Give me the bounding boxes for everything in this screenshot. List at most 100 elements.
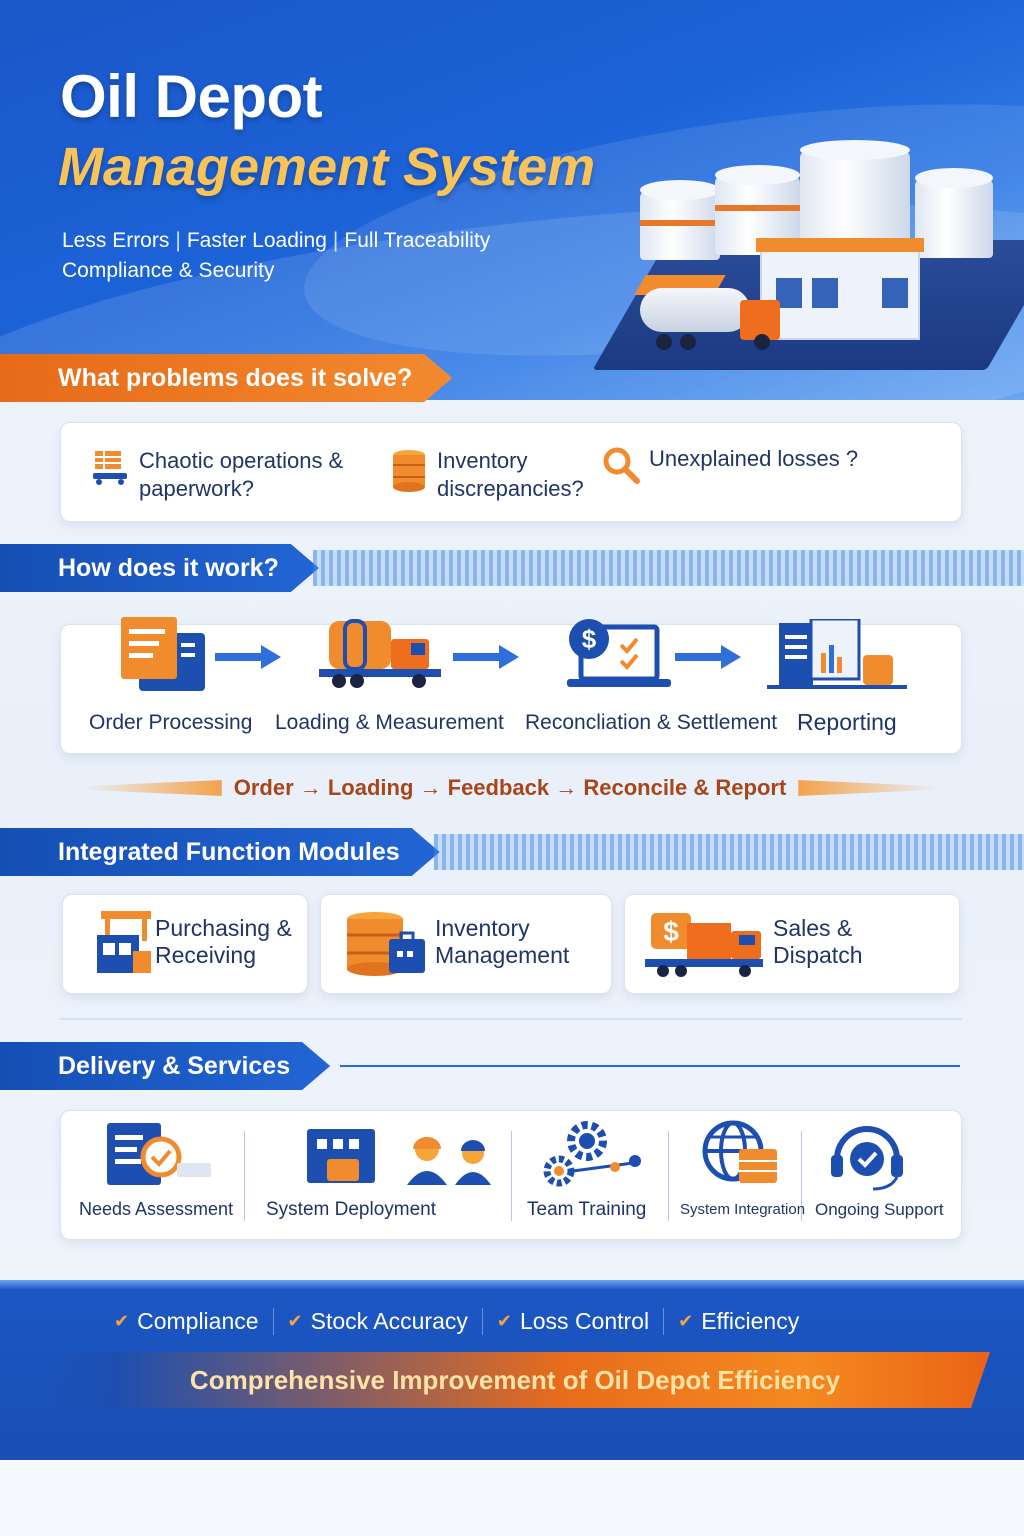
section-header-services: Delivery & Services bbox=[0, 1042, 960, 1090]
step-label: Order Processing bbox=[89, 711, 253, 734]
benefit-item: ✔ Efficiency bbox=[663, 1308, 813, 1335]
module-card: Purchasing & Receiving bbox=[62, 894, 308, 994]
check-icon: ✔ bbox=[287, 1311, 303, 1331]
module-label-line: Sales & bbox=[773, 915, 853, 941]
svg-text:$: $ bbox=[582, 624, 597, 654]
dollar-truck-icon: $ bbox=[645, 913, 763, 977]
module-label-line: Management bbox=[435, 942, 570, 968]
tagline-item: Full Traceability bbox=[344, 229, 491, 252]
step-label: Reconcliation & Settlement bbox=[525, 711, 778, 734]
module-card: Inventory Management bbox=[320, 894, 612, 994]
svg-text:$: $ bbox=[663, 916, 679, 947]
page-bottom bbox=[0, 1460, 1024, 1536]
section-title: Integrated Function Modules bbox=[0, 828, 440, 876]
forklift-icon bbox=[93, 451, 127, 485]
benefit-label: Efficiency bbox=[701, 1308, 800, 1334]
section-header-workflow: How does it work? bbox=[0, 544, 1024, 592]
flow-wing bbox=[80, 780, 222, 796]
document-icon bbox=[121, 617, 205, 691]
benefit-label: Stock Accuracy bbox=[310, 1308, 468, 1334]
problem-text: Inventory bbox=[437, 448, 528, 473]
warehouse-icon bbox=[97, 911, 151, 973]
module-label-line: Receiving bbox=[155, 942, 256, 968]
report-chart-icon bbox=[767, 619, 907, 689]
tagline-item: Faster Loading bbox=[186, 229, 327, 252]
globe-icon bbox=[702, 1120, 777, 1183]
benefit-item: ✔ Loss Control bbox=[481, 1308, 663, 1335]
truck-wheel bbox=[680, 334, 696, 350]
process-flow-line: Order → Loading → Feedback → Reconcile &… bbox=[80, 772, 941, 804]
page-title: Oil Depot bbox=[60, 63, 323, 130]
tagline: Less Errors|Faster Loading|Full Traceabi… bbox=[62, 226, 490, 286]
step-label: Reporting bbox=[797, 709, 897, 735]
problem-text: discrepancies? bbox=[437, 476, 584, 501]
benefit-label: Loss Control bbox=[519, 1308, 650, 1334]
truck-wheel bbox=[656, 334, 672, 350]
tagline-item: Compliance & Security bbox=[62, 259, 275, 282]
problems-card: Chaotic operations & paperwork? Inventor… bbox=[60, 422, 962, 522]
section-title: How does it work? bbox=[0, 544, 319, 592]
module-label: Sales & Dispatch bbox=[773, 915, 862, 969]
module-card: $ Sales & Dispatch bbox=[624, 894, 960, 994]
problem-item: Chaotic operations & paperwork? bbox=[91, 447, 343, 503]
tanker-truck-icon bbox=[319, 619, 441, 688]
problem-item: Inventory discrepancies? bbox=[389, 447, 584, 503]
module-label-line: Inventory bbox=[435, 915, 530, 941]
module-label-line: Dispatch bbox=[773, 942, 863, 968]
gears-icon bbox=[543, 1121, 641, 1187]
service-label: System Integration bbox=[680, 1201, 806, 1218]
barrel-briefcase-icon bbox=[347, 912, 425, 976]
header-stripes bbox=[433, 834, 1024, 870]
arrow-right-icon bbox=[453, 645, 519, 669]
services-card: Needs Assessment System Deployment Team … bbox=[60, 1110, 962, 1240]
barrel-icon bbox=[393, 450, 425, 492]
header-line bbox=[340, 1065, 960, 1067]
section-header-modules: Integrated Function Modules bbox=[0, 828, 1024, 876]
footer-banner: Comprehensive Improvement of Oil Depot E… bbox=[40, 1352, 990, 1408]
truck-wheel bbox=[754, 334, 770, 350]
truck-cab bbox=[740, 300, 780, 340]
tagline-item: Less Errors bbox=[62, 229, 170, 252]
vertical-divider bbox=[511, 1131, 512, 1221]
process-flow-text: Order → Loading → Feedback → Reconcile &… bbox=[233, 775, 787, 800]
flow-wing bbox=[798, 780, 941, 796]
vertical-divider bbox=[668, 1131, 669, 1221]
module-label: Inventory Management bbox=[435, 915, 569, 969]
arrow-right-icon bbox=[215, 645, 281, 669]
tanker-truck-icon bbox=[640, 288, 750, 332]
benefits-row: ✔ Compliance ✔ Stock Accuracy ✔ Loss Con… bbox=[100, 1308, 813, 1335]
section-title: Delivery & Services bbox=[0, 1042, 330, 1090]
service-label: Team Training bbox=[527, 1199, 647, 1220]
check-icon: ✔ bbox=[114, 1311, 130, 1331]
headset-icon bbox=[831, 1126, 903, 1191]
benefit-label: Compliance bbox=[137, 1308, 259, 1334]
module-label-line: Purchasing & bbox=[155, 915, 292, 941]
step-label: Loading & Measurement bbox=[275, 711, 504, 734]
header-stripes bbox=[312, 550, 1024, 586]
footer-glow bbox=[0, 1280, 1024, 1290]
service-label: Ongoing Support bbox=[815, 1200, 944, 1219]
vertical-divider bbox=[244, 1131, 245, 1221]
benefit-item: ✔ Compliance bbox=[100, 1308, 273, 1335]
storage-tank-icon bbox=[640, 180, 720, 260]
module-label: Purchasing & Receiving bbox=[155, 915, 292, 969]
storage-tank-icon bbox=[915, 168, 993, 258]
footer: ✔ Compliance ✔ Stock Accuracy ✔ Loss Con… bbox=[0, 1280, 1024, 1460]
problem-text: paperwork? bbox=[139, 476, 254, 501]
check-icon: ✔ bbox=[678, 1311, 694, 1331]
service-label: Needs Assessment bbox=[79, 1199, 234, 1219]
problem-text: Unexplained losses ? bbox=[649, 446, 859, 471]
dollar-laptop-icon: $ bbox=[567, 619, 671, 687]
workflow-card: $ Order Processing Loading & Measurement… bbox=[60, 617, 962, 754]
deployment-icon bbox=[307, 1129, 491, 1185]
section-header-problems: What problems does it solve? bbox=[0, 354, 470, 402]
depot-building bbox=[756, 238, 924, 340]
service-label: System Deployment bbox=[266, 1199, 437, 1220]
page-subtitle: Management System bbox=[58, 137, 596, 197]
section-divider bbox=[60, 1018, 962, 1020]
hero-banner: Oil Depot Management System Less Errors|… bbox=[0, 0, 1024, 400]
vertical-divider bbox=[801, 1131, 802, 1221]
problem-text: Chaotic operations & bbox=[139, 448, 344, 473]
section-title: What problems does it solve? bbox=[0, 354, 452, 402]
problem-item: Unexplained losses ? bbox=[601, 445, 858, 485]
